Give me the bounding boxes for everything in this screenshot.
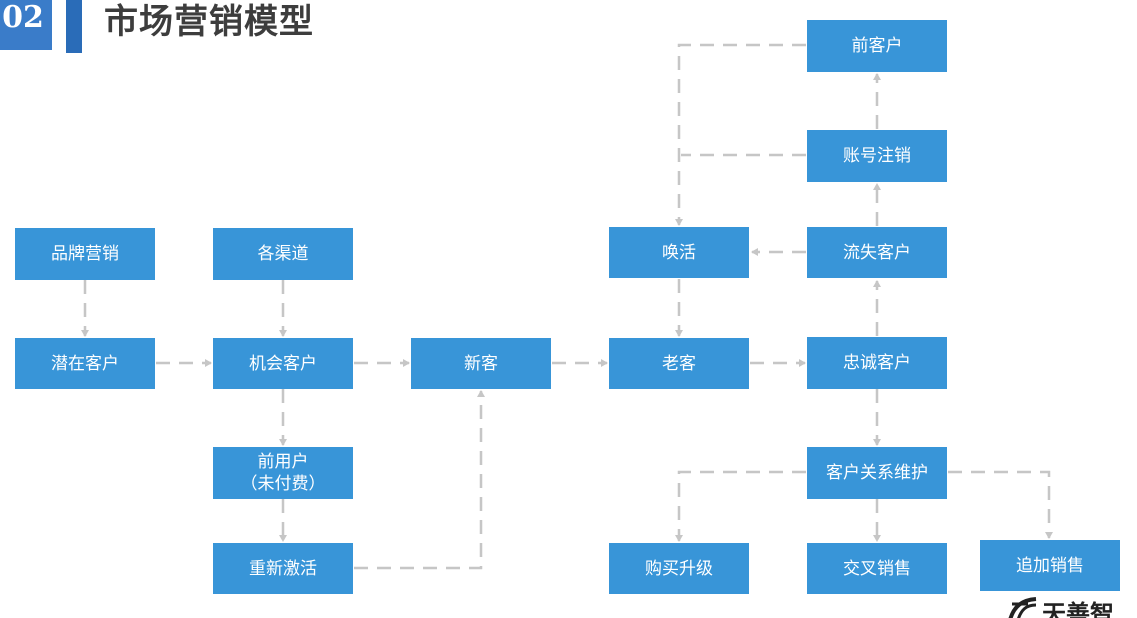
node-potential-customer: 潜在客户 — [15, 338, 155, 389]
edge-relationship-to-upgrade — [675, 470, 806, 542]
node-opportunity-customer: 机会客户 — [213, 338, 353, 389]
node-brand-marketing: 品牌营销 — [15, 228, 155, 280]
node-loyal-customer: 忠诚客户 — [807, 337, 947, 389]
logo-text: 天善智 — [1042, 600, 1114, 618]
page-title: 市场营销模型 — [104, 2, 314, 42]
node-revive: 唤活 — [609, 227, 749, 278]
brand-logo: 天善智 — [1008, 594, 1137, 618]
section-number-badge: 02 — [0, 0, 52, 50]
node-customer-relationship: 客户关系维护 — [807, 447, 947, 499]
edge-reactivate-to-new — [354, 390, 485, 570]
node-upselling: 追加销售 — [980, 540, 1120, 591]
node-new-customer: 新客 — [411, 338, 551, 389]
node-churned-customer: 流失客户 — [807, 227, 947, 278]
node-reactivate: 重新激活 — [213, 543, 353, 594]
node-account-cancellation: 账号注销 — [807, 130, 947, 182]
logo-mark-icon — [1008, 597, 1037, 618]
node-cross-selling: 交叉销售 — [807, 543, 947, 594]
node-purchase-upgrade: 购买升级 — [609, 543, 749, 594]
node-channels: 各渠道 — [213, 228, 353, 280]
node-former-customer: 前客户 — [807, 20, 947, 72]
node-old-customer: 老客 — [609, 338, 749, 389]
edge-former-to-revive — [675, 43, 806, 226]
edge-relationship-to-upsell — [948, 470, 1053, 539]
node-pre-user: 前用户 （未付费） — [213, 447, 353, 499]
section-accent-bar — [66, 0, 82, 53]
